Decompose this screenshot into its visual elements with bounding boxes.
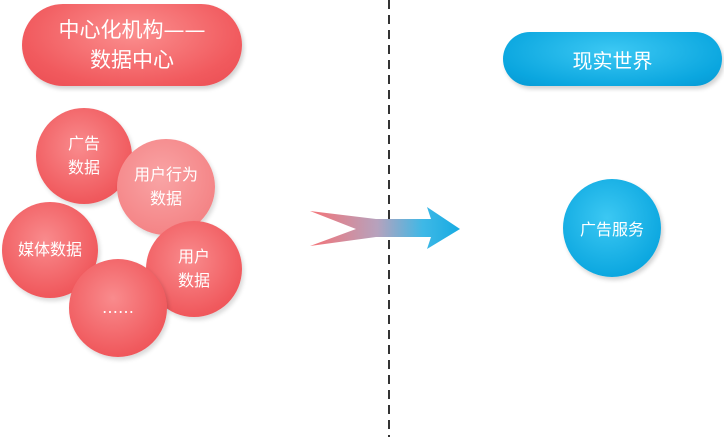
bubble-ad-data: 广告 数据 bbox=[36, 108, 132, 204]
bubble-more: …… bbox=[69, 259, 167, 357]
bubble-user-behavior-line2: 数据 bbox=[149, 189, 182, 208]
bubble-user-behavior-data: 用户行为 数据 bbox=[117, 139, 215, 235]
bubble-more-label: …… bbox=[102, 298, 134, 317]
ad-service-label: 广告服务 bbox=[579, 220, 644, 239]
data-center-title-line2: 数据中心 bbox=[90, 48, 174, 72]
transfer-arrow-icon bbox=[310, 207, 460, 249]
bubble-media-data-label: 媒体数据 bbox=[17, 240, 82, 259]
real-world-title: 现实世界 bbox=[503, 32, 722, 86]
bubble-user-data-line2: 数据 bbox=[177, 271, 210, 290]
bubble-ad-data-line2: 数据 bbox=[67, 158, 100, 177]
real-world-title-label: 现实世界 bbox=[572, 48, 653, 73]
data-center-title-line1: 中心化机构—— bbox=[58, 18, 206, 42]
data-center-title: 中心化机构—— 数据中心 bbox=[22, 4, 242, 86]
bubble-user-data-line1: 用户 bbox=[177, 247, 210, 266]
bubble-ad-data-line1: 广告 bbox=[67, 134, 100, 153]
ad-service-circle: 广告服务 bbox=[563, 179, 661, 277]
bubble-user-behavior-line1: 用户行为 bbox=[133, 165, 198, 184]
dashed-divider bbox=[388, 0, 390, 437]
